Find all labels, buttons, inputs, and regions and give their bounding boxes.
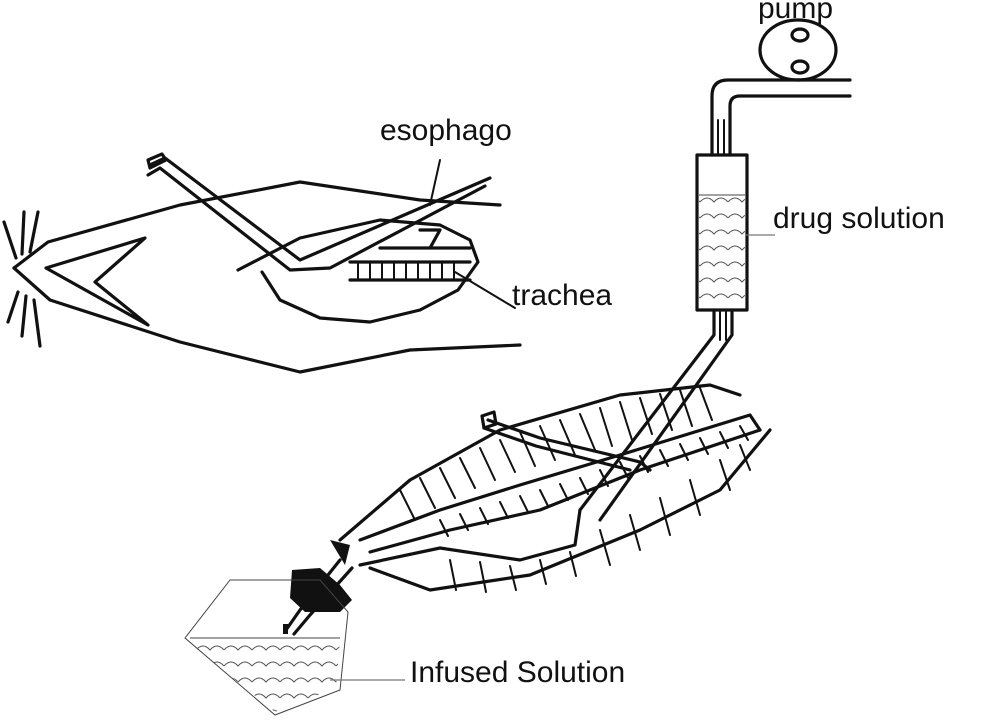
- drug-solution-label: drug solution: [773, 202, 945, 235]
- whiskers: [2, 210, 42, 348]
- trachea: [348, 228, 472, 282]
- organ: [284, 383, 772, 636]
- trachea-label: trachea: [512, 279, 612, 312]
- esophago-leader: [429, 159, 441, 206]
- animal-head: [2, 152, 522, 374]
- drug-reservoir: [695, 153, 775, 312]
- pump-label: pump: [758, 0, 833, 25]
- tubing-lower: [578, 308, 734, 522]
- pump: [758, 18, 838, 82]
- neck-region: [236, 218, 480, 324]
- collection-beaker: [184, 579, 405, 716]
- infused-solution-label: Infused Solution: [410, 656, 625, 689]
- cannula: [480, 410, 652, 472]
- tubing-upper: [710, 78, 852, 157]
- clamp: [290, 568, 352, 612]
- outlet-nozzle: [284, 540, 354, 636]
- organ-hatching: [399, 387, 751, 593]
- trachea-leader: [454, 271, 516, 309]
- esophago-label: esophago: [380, 114, 512, 147]
- esophagus-tube: [146, 152, 492, 272]
